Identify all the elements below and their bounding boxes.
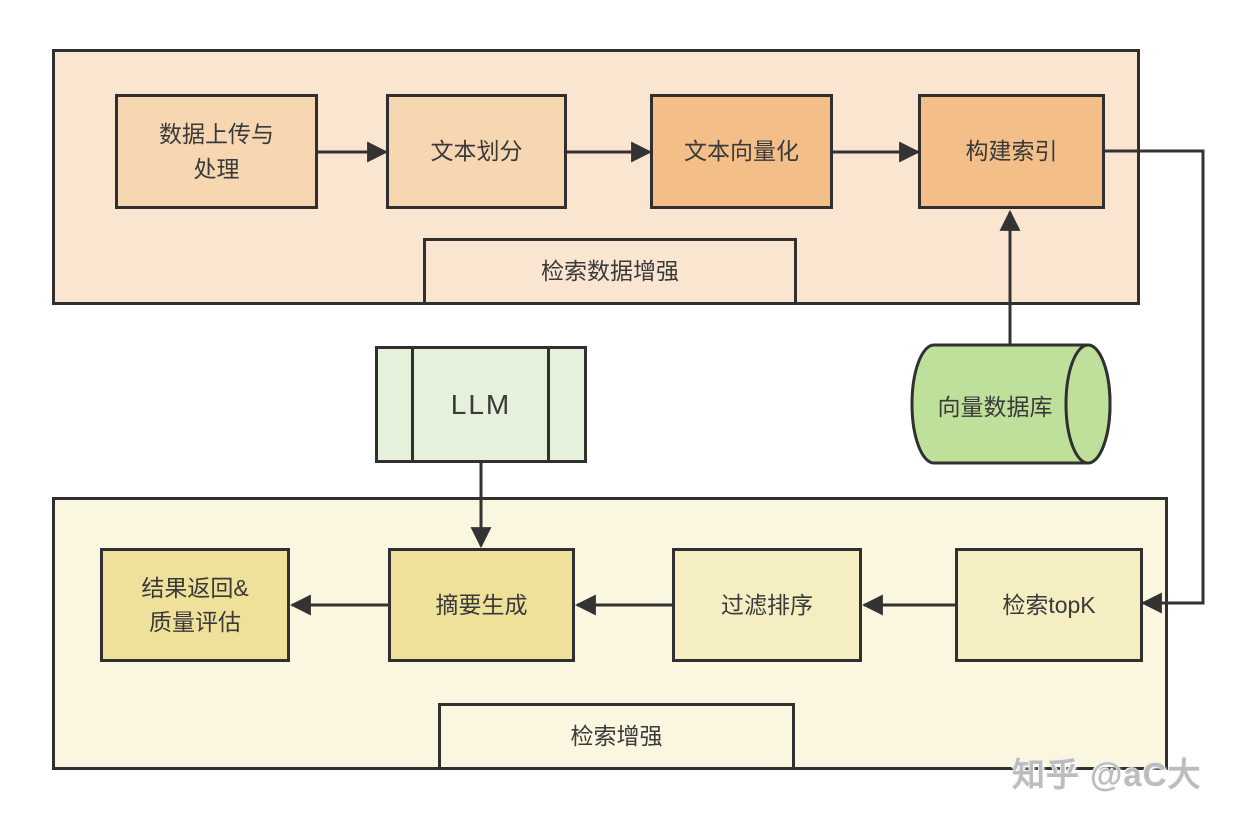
node-data-upload-processing: 数据上传与 处理 <box>115 94 318 209</box>
stage2-caption: 检索增强 <box>438 703 795 770</box>
node-result-return-quality-eval-label: 结果返回& 质量评估 <box>141 574 249 636</box>
node-text-splitting: 文本划分 <box>386 94 567 209</box>
vector-db-label-text: 向量数据库 <box>937 394 1053 420</box>
node-llm-label: LLM <box>450 388 512 420</box>
stage1-caption-text: 检索数据增强 <box>541 258 679 285</box>
node-text-vectorization-label: 文本向量化 <box>684 138 799 165</box>
node-text-vectorization: 文本向量化 <box>650 94 833 209</box>
vector-db-label: 向量数据库 <box>915 347 1075 463</box>
node-filter-ranking: 过滤排序 <box>672 548 862 662</box>
node-build-index-label: 构建索引 <box>965 138 1058 165</box>
node-retrieve-topk: 检索topK <box>955 548 1143 662</box>
llm-left-divider <box>411 349 414 460</box>
node-llm: LLM <box>375 346 587 463</box>
node-filter-ranking-label: 过滤排序 <box>721 591 813 618</box>
node-summary-generation-label: 摘要生成 <box>435 591 528 618</box>
node-build-index: 构建索引 <box>918 94 1105 209</box>
node-data-upload-processing-label: 数据上传与 处理 <box>159 121 274 182</box>
llm-right-divider <box>547 349 550 460</box>
stage2-caption-text: 检索增强 <box>570 723 663 750</box>
watermark: 知乎 @aC大 <box>1012 756 1202 793</box>
stage1-caption: 检索数据增强 <box>423 238 797 305</box>
node-retrieve-topk-label: 检索topK <box>1002 591 1096 618</box>
node-text-splitting-label: 文本划分 <box>430 138 523 165</box>
node-result-return-quality-eval: 结果返回& 质量评估 <box>100 548 290 662</box>
node-summary-generation: 摘要生成 <box>388 548 575 662</box>
